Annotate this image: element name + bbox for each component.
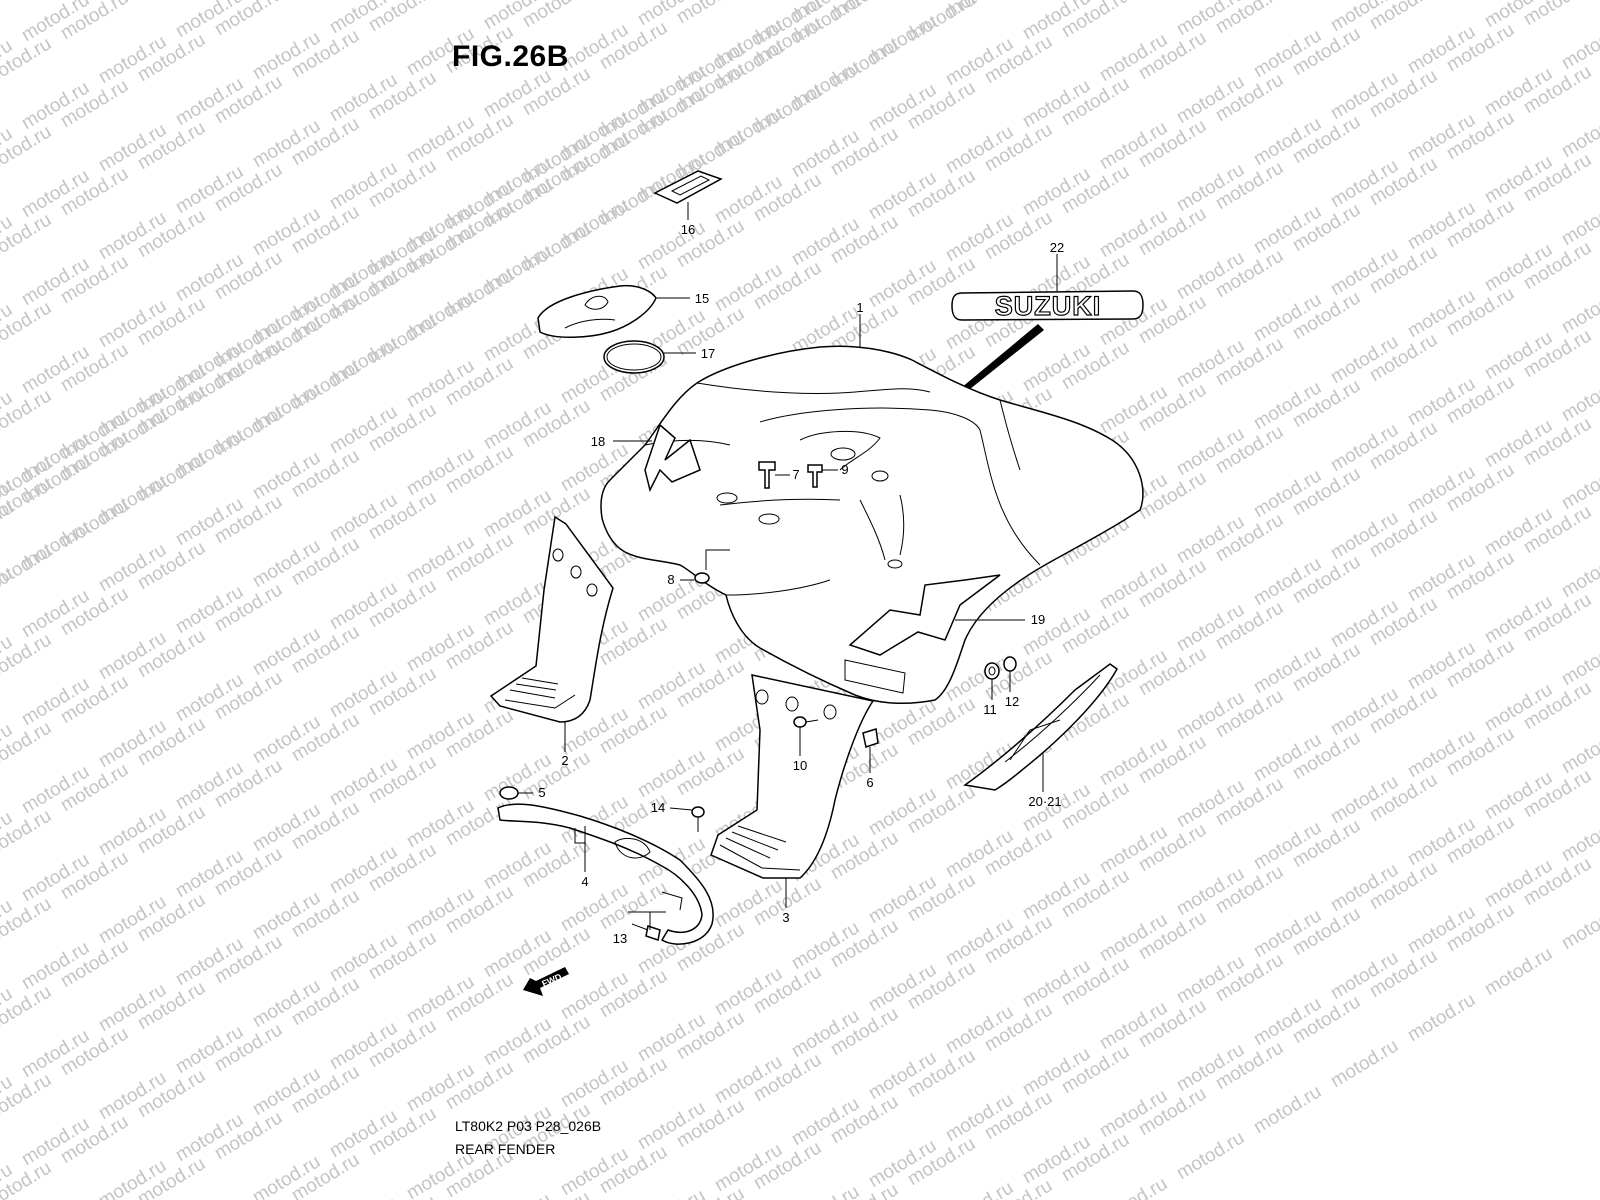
callout-1: 1 <box>856 300 863 315</box>
callout-15: 15 <box>695 291 709 306</box>
callout-6: 6 <box>866 775 873 790</box>
part-3-right-guard[interactable] <box>710 674 875 908</box>
fwd-arrow-icon: FWD <box>523 967 569 996</box>
callout-18: 18 <box>591 434 605 449</box>
callout-10: 10 <box>793 758 807 773</box>
part-12-nut[interactable] <box>1003 656 1017 692</box>
part-8-nut[interactable] <box>680 549 730 584</box>
part-14-bolt[interactable] <box>669 806 705 832</box>
part-1-rear-fender[interactable] <box>600 314 1144 705</box>
part-4-bracket[interactable] <box>497 803 714 945</box>
callout-11: 11 <box>983 702 997 717</box>
part-18-decal[interactable] <box>613 423 701 493</box>
part-2-left-guard[interactable] <box>489 515 614 752</box>
callout-2: 2 <box>561 753 568 768</box>
figure-title: FIG.26B <box>452 40 569 73</box>
callout-20-21: 20·21 <box>1028 794 1061 809</box>
callout-5: 5 <box>538 785 545 800</box>
part-22-emblem[interactable]: SUZUKI <box>951 254 1144 393</box>
part-20-21-decal[interactable] <box>963 663 1118 792</box>
callout-7: 7 <box>792 467 799 482</box>
part-19-decal[interactable] <box>848 574 1025 656</box>
part-9-bolt[interactable] <box>807 464 838 488</box>
callout-19: 19 <box>1031 612 1045 627</box>
part-7-bolt[interactable] <box>758 461 790 489</box>
diagram-caption: REAR FENDER <box>455 1141 556 1157</box>
part-17-ring[interactable] <box>603 340 696 374</box>
part-10-bolt[interactable] <box>793 716 819 756</box>
callout-3: 3 <box>782 910 789 925</box>
callout-16: 16 <box>681 222 695 237</box>
callout-12: 12 <box>1005 694 1019 709</box>
callout-14: 14 <box>651 800 665 815</box>
part-13-bolt[interactable] <box>628 911 666 941</box>
callout-13: 13 <box>613 931 627 946</box>
callout-8: 8 <box>667 572 674 587</box>
part-6-clip[interactable] <box>862 728 879 773</box>
drawing-code: LT80K2 P03 P28_026B <box>455 1118 602 1134</box>
part-16-plate[interactable] <box>653 170 723 220</box>
emblem-text: SUZUKI <box>995 291 1102 321</box>
part-15-cover[interactable] <box>537 284 690 339</box>
callout-9: 9 <box>841 462 848 477</box>
part-11-washer[interactable] <box>984 662 1000 700</box>
callout-4: 4 <box>581 874 588 889</box>
part-5-cap[interactable] <box>499 786 533 800</box>
fwd-label: FWD <box>540 971 563 989</box>
callout-22: 22 <box>1050 240 1064 255</box>
callout-17: 17 <box>701 346 715 361</box>
